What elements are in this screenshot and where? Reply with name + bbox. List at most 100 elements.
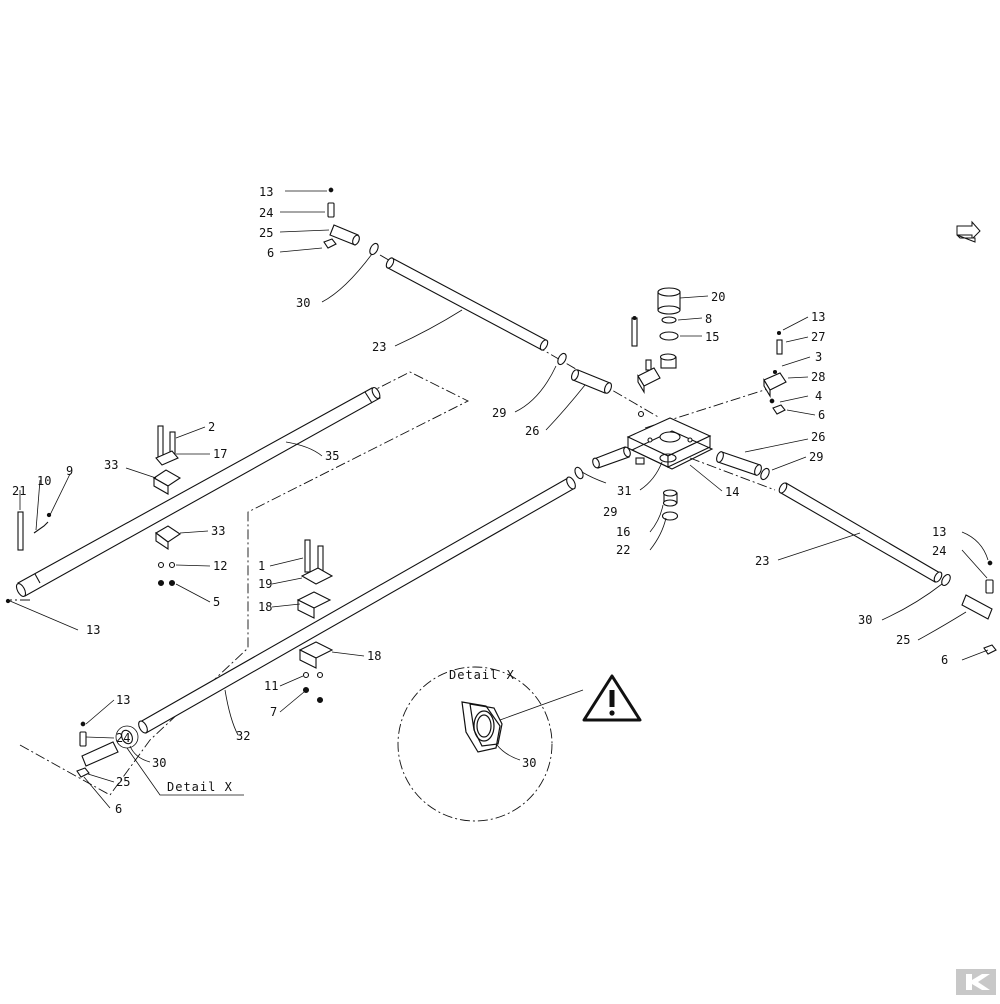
clevis-25-right	[961, 560, 997, 655]
warning-triangle-icon	[582, 674, 642, 722]
sleeve-left-hub	[592, 446, 631, 469]
clamp-32	[296, 539, 334, 704]
label: 18	[367, 649, 381, 663]
label: 25	[896, 633, 910, 647]
label: 13	[116, 693, 130, 707]
label: 4	[815, 389, 822, 403]
label: 1	[258, 559, 265, 573]
label: 11	[264, 679, 278, 693]
label: 12	[213, 559, 227, 573]
label: 6	[941, 653, 948, 667]
label: 24	[116, 731, 130, 745]
label: 20	[711, 290, 725, 304]
label: 29	[809, 450, 823, 464]
label: 2	[208, 420, 215, 434]
brand-logo-icon	[956, 969, 996, 995]
label: 22	[616, 543, 630, 557]
label: 33	[211, 524, 225, 538]
clamp-35	[5, 425, 182, 604]
label: 6	[818, 408, 825, 422]
bushing-upper	[659, 353, 677, 369]
ring-29-right	[760, 467, 770, 481]
label: 6	[115, 802, 122, 816]
label: 30	[522, 756, 536, 770]
sleeve-26-right	[716, 451, 762, 476]
mount-left	[631, 315, 661, 465]
ring-30-left	[121, 729, 133, 745]
label: 25	[259, 226, 273, 240]
label: 8	[705, 312, 712, 326]
detail-x-view	[397, 666, 553, 822]
label: 13	[932, 525, 946, 539]
label: 5	[213, 595, 220, 609]
next-page-arrow-icon[interactable]	[956, 220, 981, 243]
ring-30-right	[941, 573, 951, 587]
label: 13	[811, 310, 825, 324]
label: 25	[116, 775, 130, 789]
label: 30	[858, 613, 872, 627]
label: 28	[811, 370, 825, 384]
label: 7	[270, 705, 277, 719]
label: 29	[603, 505, 617, 519]
detail-label-main: Detail X	[167, 780, 233, 794]
clevises	[76, 187, 997, 778]
rings	[115, 242, 951, 749]
mount-right	[763, 330, 787, 415]
label: 17	[213, 447, 227, 461]
plate-19	[300, 567, 334, 585]
detail-nut-30	[461, 701, 503, 753]
label: 26	[525, 424, 539, 438]
label: 35	[325, 449, 339, 463]
label: 31	[617, 484, 631, 498]
label: 16	[616, 525, 630, 539]
label: 6	[267, 246, 274, 260]
label: 24	[932, 544, 946, 558]
label: 23	[372, 340, 386, 354]
shafts	[15, 257, 943, 734]
label: 19	[258, 577, 272, 591]
label: 21	[12, 484, 26, 498]
bushing-16	[662, 489, 678, 507]
cap-20	[657, 287, 681, 315]
label: 15	[705, 330, 719, 344]
label: 29	[492, 406, 506, 420]
label: 30	[296, 296, 310, 310]
leader-lines	[9, 190, 989, 809]
washer-8	[661, 316, 677, 324]
part-labels: 13 24 25 6 30 23 29 26 20 8 15 13 27 3 2…	[12, 185, 948, 816]
shaft-23-upper	[385, 257, 549, 351]
shaft-35	[15, 386, 381, 597]
detail-label-circle: Detail X	[449, 668, 515, 682]
bolt-21	[17, 511, 24, 551]
label: 9	[66, 464, 73, 478]
clevis-25-upper	[323, 187, 360, 249]
label: 33	[104, 458, 118, 472]
plate-17	[155, 450, 179, 466]
central-hub	[626, 417, 714, 470]
shaft-32	[138, 476, 576, 734]
ring-30-upper	[369, 242, 379, 256]
label: 10	[37, 474, 51, 488]
label: 14	[725, 485, 739, 499]
label: 27	[811, 330, 825, 344]
label: 24	[259, 206, 273, 220]
ring-29-lower	[574, 466, 584, 480]
bearing-mounts	[631, 315, 787, 465]
shaft-23-right	[778, 482, 943, 583]
label: 18	[258, 600, 272, 614]
label: 3	[815, 350, 822, 364]
label: 13	[259, 185, 273, 199]
label: 32	[236, 729, 250, 743]
sleeve-26-upper	[570, 369, 613, 394]
washer-15	[659, 331, 679, 341]
label: 13	[86, 623, 100, 637]
label: 26	[811, 430, 825, 444]
clevis-25-lower	[76, 721, 119, 778]
washer-22	[661, 511, 679, 521]
ring-29-upper	[557, 352, 567, 366]
label: 23	[755, 554, 769, 568]
label: 30	[152, 756, 166, 770]
hub-stack	[657, 287, 681, 521]
